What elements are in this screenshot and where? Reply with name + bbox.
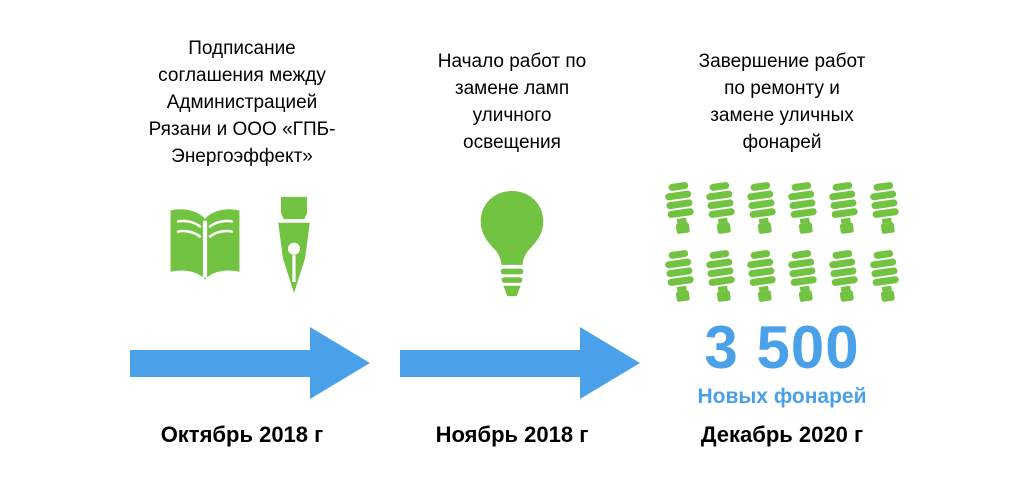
arrow-row bbox=[114, 320, 370, 406]
arrow-shaft bbox=[400, 349, 580, 377]
pen-nib-icon bbox=[278, 196, 310, 294]
cfl-bulb-icon bbox=[746, 250, 776, 302]
timeline-stage-3: Завершение работ по ремонту и замене ули… bbox=[647, 34, 917, 448]
stage-description: Завершение работ по ремонту и замене ули… bbox=[698, 51, 866, 153]
bulb-grid bbox=[663, 182, 902, 308]
cfl-bulb-icon bbox=[869, 182, 899, 234]
cfl-bulb-icon bbox=[869, 250, 899, 302]
cfl-bulb-icon bbox=[746, 182, 776, 234]
stage-date: Ноябрь 2018 г bbox=[435, 422, 589, 447]
arrow-head bbox=[580, 327, 640, 399]
cfl-bulb-icon bbox=[787, 182, 817, 234]
cfl-bulb-icon bbox=[664, 250, 694, 302]
stat-label: Новых фонарей bbox=[697, 384, 867, 408]
stat-value: 3 500 bbox=[704, 313, 860, 381]
timeline-arrow bbox=[130, 327, 370, 399]
cfl-bulb-icon bbox=[705, 250, 735, 302]
stage-icons bbox=[163, 170, 321, 320]
cfl-bulb-icon bbox=[705, 182, 735, 234]
stat-block: 3 500 Новых фонарей bbox=[697, 313, 867, 409]
open-book-icon bbox=[170, 209, 240, 280]
arrow-row bbox=[384, 320, 640, 406]
timeline-infographic: Подписание соглашения между Администраци… bbox=[107, 0, 917, 448]
stage-description: Начало работ по замене ламп уличного осв… bbox=[437, 51, 587, 153]
timeline-stage-1: Подписание соглашения между Администраци… bbox=[107, 34, 377, 448]
cfl-bulb-icon bbox=[787, 250, 817, 302]
stage-icons bbox=[663, 170, 902, 320]
stage-date: Октябрь 2018 г bbox=[160, 422, 324, 447]
cfl-bulb-icon bbox=[828, 182, 858, 234]
arrow-shaft bbox=[130, 349, 310, 377]
timeline-stage-2: Начало работ по замене ламп уличного осв… bbox=[377, 34, 647, 448]
stage-description: Подписание соглашения между Администраци… bbox=[148, 37, 336, 167]
cfl-bulb-icon bbox=[828, 250, 858, 302]
stage-date: Декабрь 2020 г bbox=[700, 422, 864, 447]
lightbulb-icon bbox=[480, 191, 544, 297]
timeline-arrow bbox=[400, 327, 640, 399]
cfl-bulb-icon bbox=[664, 182, 694, 234]
stage-icons bbox=[476, 170, 548, 320]
stat-row: 3 500 Новых фонарей bbox=[697, 313, 867, 409]
arrow-head bbox=[310, 327, 370, 399]
